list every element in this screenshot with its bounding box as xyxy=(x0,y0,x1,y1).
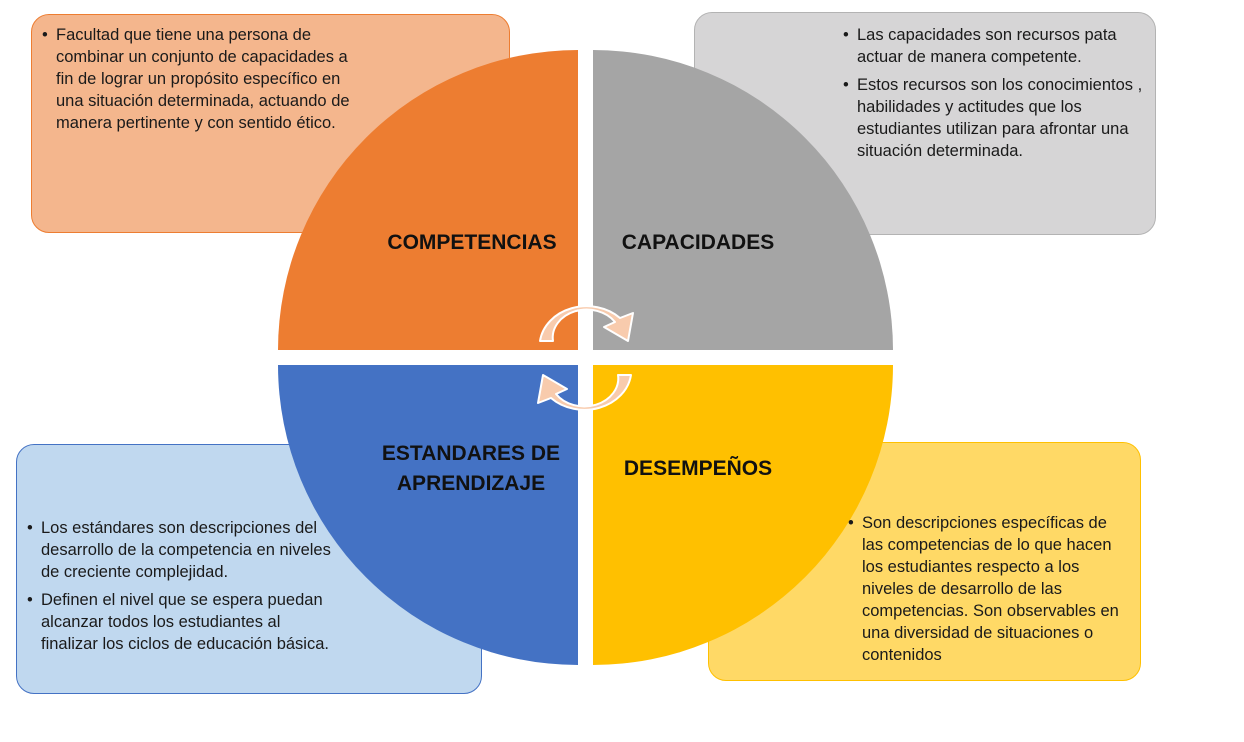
list-item: Son descripciones específicas de las com… xyxy=(848,512,1130,666)
list-item: Estos recursos son los conocimientos , h… xyxy=(843,74,1143,162)
list-item: Definen el nivel que se espera puedan al… xyxy=(27,589,332,655)
desempenos-bullet-list: Son descripciones específicas de las com… xyxy=(848,512,1130,672)
quadrant-label-estandares: ESTANDARES DE APRENDIZAJE xyxy=(381,442,561,495)
estandares-bullet-list: Los estándares son descripciones del des… xyxy=(27,517,332,661)
cycle-arrows-icon xyxy=(537,305,634,411)
quadrant-label-competencias: COMPETENCIAS xyxy=(387,231,557,254)
list-item: Los estándares son descripciones del des… xyxy=(27,517,332,583)
quadrant-estandares xyxy=(278,365,578,665)
quadrant-label-desempenos: DESEMPEÑOS xyxy=(623,457,773,480)
capacidades-bullet-list: Las capacidades son recursos pata actuar… xyxy=(843,24,1143,168)
quadrant-competencias xyxy=(278,50,578,350)
competencias-bullet-list: Facultad que tiene una persona de combin… xyxy=(42,24,362,140)
quadrant-capacidades xyxy=(593,50,893,350)
quadrant-label-capacidades: CAPACIDADES xyxy=(621,231,775,254)
quadrant-desempenos xyxy=(593,365,893,665)
list-item: Las capacidades son recursos pata actuar… xyxy=(843,24,1143,68)
list-item: Facultad que tiene una persona de combin… xyxy=(42,24,362,134)
